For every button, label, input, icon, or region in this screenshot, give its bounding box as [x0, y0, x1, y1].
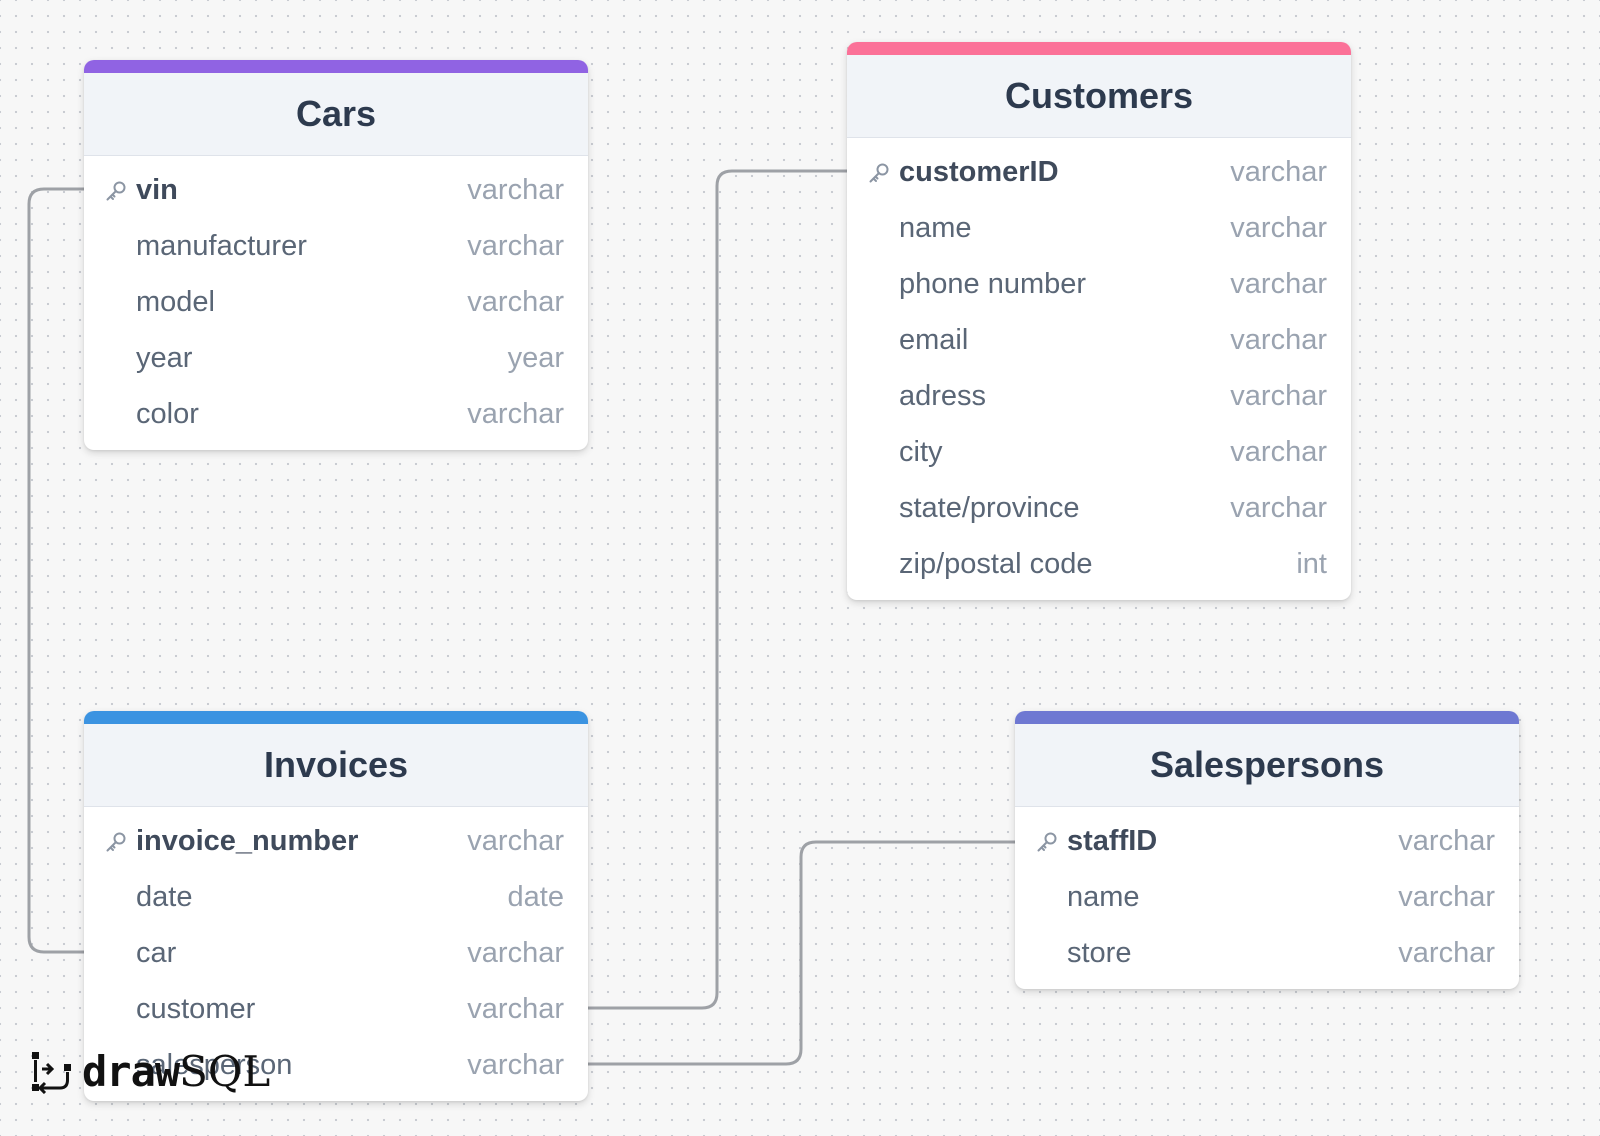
- table-row[interactable]: store varchar: [1015, 925, 1519, 981]
- column-name: store: [1067, 936, 1132, 969]
- column-name: email: [899, 323, 969, 356]
- column-type: date: [507, 880, 564, 913]
- table-row[interactable]: invoice_number varchar: [84, 813, 588, 869]
- table-row[interactable]: email varchar: [847, 312, 1351, 368]
- column-name: car: [136, 936, 177, 969]
- logo-text-sql: SQL: [179, 1047, 271, 1096]
- column-type: varchar: [1230, 323, 1327, 356]
- column-name: state/province: [899, 491, 1080, 524]
- column-name: model: [136, 285, 215, 318]
- column-type: varchar: [1230, 155, 1327, 188]
- column-type: varchar: [1398, 824, 1495, 857]
- table-row[interactable]: state/province varchar: [847, 480, 1351, 536]
- column-name: date: [136, 880, 193, 913]
- column-type: varchar: [467, 992, 564, 1025]
- table-row[interactable]: salesperson varchar: [84, 1037, 588, 1093]
- table-row[interactable]: customerID varchar: [847, 144, 1351, 200]
- column-name: phone number: [899, 267, 1087, 300]
- table-row[interactable]: customer varchar: [84, 981, 588, 1037]
- column-name: customerID: [899, 155, 1059, 188]
- column-name: staffID: [1067, 824, 1158, 857]
- table-row[interactable]: name varchar: [1015, 869, 1519, 925]
- table-row[interactable]: name varchar: [847, 200, 1351, 256]
- column-name: year: [136, 341, 193, 374]
- table-row[interactable]: zip/postal code int: [847, 536, 1351, 592]
- column-type: varchar: [1230, 379, 1327, 412]
- table-color-bar: [847, 42, 1351, 55]
- column-name: customer: [136, 992, 256, 1025]
- primary-key-icon: [867, 161, 891, 185]
- column-type: varchar: [467, 397, 564, 430]
- table-title: Invoices: [84, 724, 588, 807]
- table-color-bar: [1015, 711, 1519, 724]
- column-name: invoice_number: [136, 824, 359, 857]
- table-row[interactable]: staffID varchar: [1015, 813, 1519, 869]
- primary-key-icon: [1035, 830, 1059, 854]
- column-type: varchar: [1230, 491, 1327, 524]
- column-type: int: [1296, 547, 1327, 580]
- table-row[interactable]: color varchar: [84, 386, 588, 442]
- table-rows: staffID varchar name varchar store varchar: [1015, 807, 1519, 989]
- table-title: Customers: [847, 55, 1351, 138]
- relation-invoices-customer-to-customers-customerid[interactable]: [587, 169, 847, 1010]
- table-row[interactable]: city varchar: [847, 424, 1351, 480]
- column-type: varchar: [1230, 435, 1327, 468]
- column-type: varchar: [467, 824, 564, 857]
- table-rows: vin varchar manufacturer varchar model varcha…: [84, 156, 588, 450]
- table-row[interactable]: phone number varchar: [847, 256, 1351, 312]
- table-title: Cars: [84, 73, 588, 156]
- table-row[interactable]: vin varchar: [84, 162, 588, 218]
- column-type: varchar: [1230, 267, 1327, 300]
- primary-key-icon: [104, 179, 128, 203]
- column-name: zip/postal code: [899, 547, 1093, 580]
- column-type: varchar: [1398, 936, 1495, 969]
- column-name: name: [899, 211, 972, 244]
- primary-key-icon: [104, 830, 128, 854]
- table-row[interactable]: car varchar: [84, 925, 588, 981]
- column-name: adress: [899, 379, 987, 412]
- relation-invoices-salesperson-to-salespersons-staffid[interactable]: [587, 840, 1015, 1066]
- column-type: varchar: [1398, 880, 1495, 913]
- table-row[interactable]: date date: [84, 869, 588, 925]
- table-color-bar: [84, 60, 588, 73]
- column-type: varchar: [1230, 211, 1327, 244]
- column-type: varchar: [467, 1048, 564, 1081]
- table-row[interactable]: model varchar: [84, 274, 588, 330]
- column-type: varchar: [467, 173, 564, 206]
- table-row[interactable]: adress varchar: [847, 368, 1351, 424]
- drawsql-logo-icon: [32, 1052, 71, 1094]
- logo-text-draw: draw: [82, 1047, 180, 1096]
- column-name: name: [1067, 880, 1140, 913]
- table-title: Salespersons: [1015, 724, 1519, 807]
- table-row[interactable]: manufacturer varchar: [84, 218, 588, 274]
- column-name: salesperson: [136, 1048, 293, 1081]
- column-name: city: [899, 435, 943, 468]
- column-name: vin: [136, 173, 178, 206]
- relation-invoices-car-to-cars-vin[interactable]: [27, 187, 84, 954]
- column-type: varchar: [467, 229, 564, 262]
- table-row[interactable]: year year: [84, 330, 588, 386]
- column-type: varchar: [467, 285, 564, 318]
- column-type: varchar: [467, 936, 564, 969]
- column-name: color: [136, 397, 199, 430]
- column-name: manufacturer: [136, 229, 307, 262]
- column-type: year: [507, 341, 564, 374]
- table-color-bar: [84, 711, 588, 724]
